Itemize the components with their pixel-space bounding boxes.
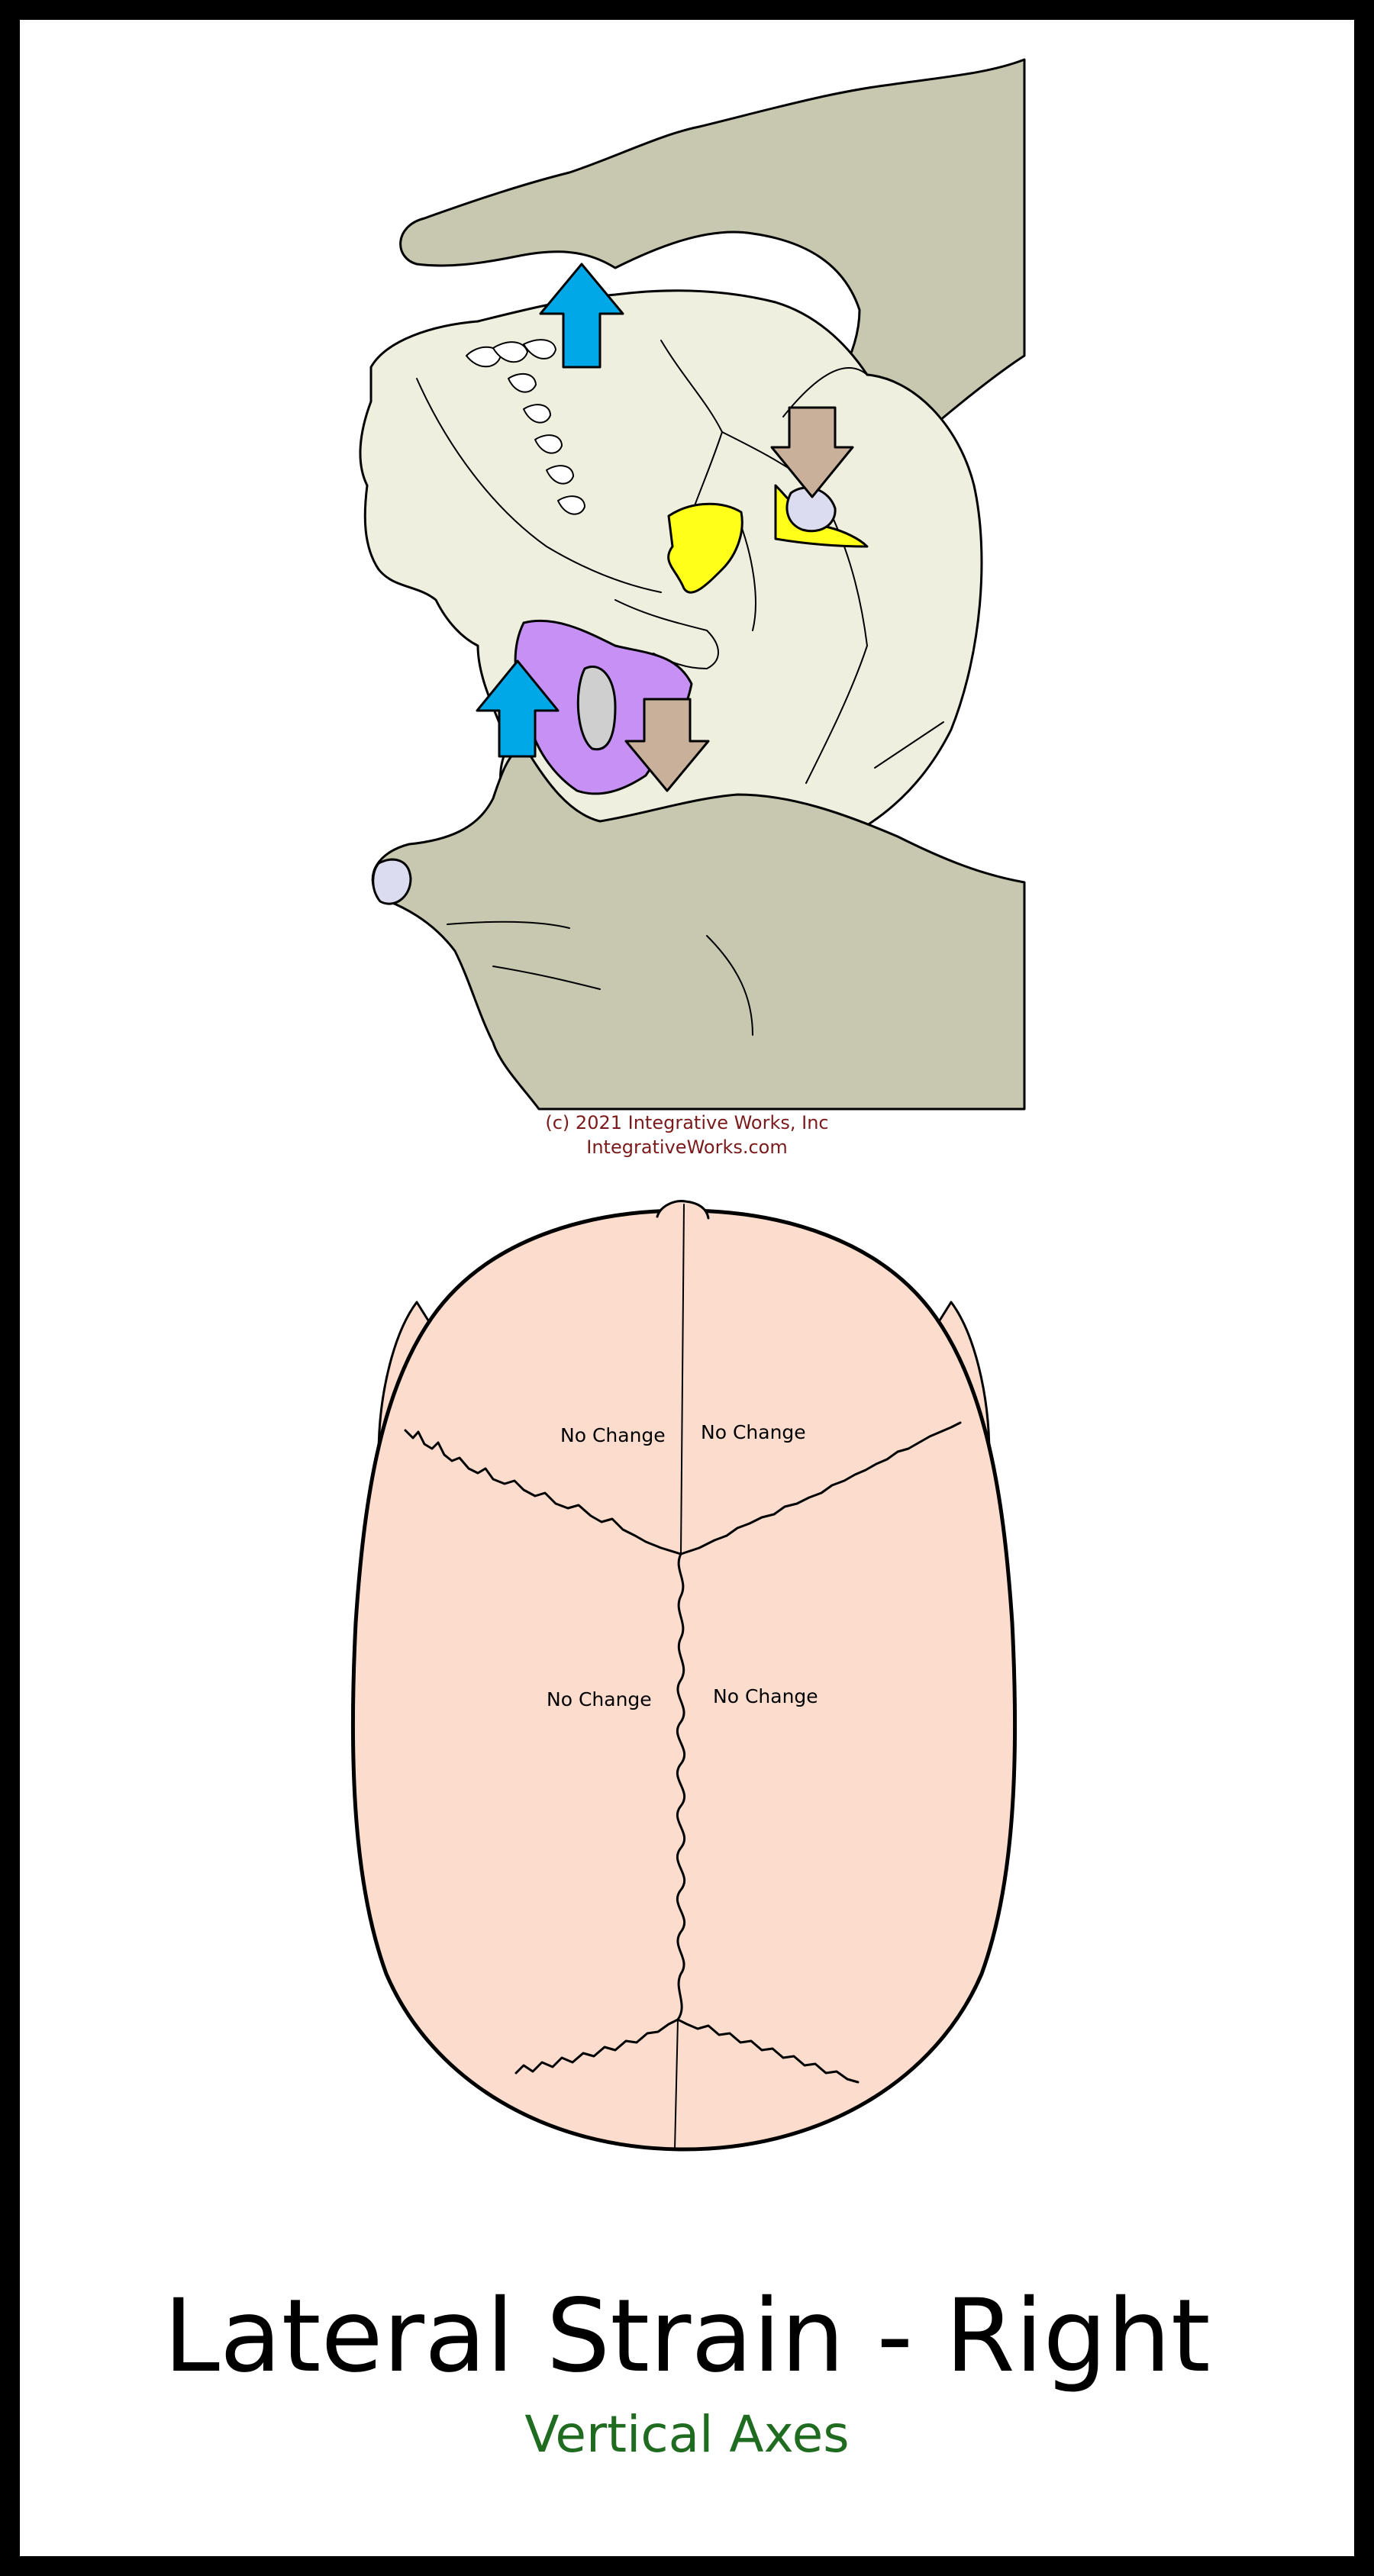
lambdoid-suture [514,2018,860,2084]
arrow-up-frontal [539,263,624,369]
mastoid-shadow [576,666,617,751]
sphenoid-greater-wing-left [667,502,743,594]
lateral-skull-hold-illustration [359,58,1026,1111]
nasion-bump [656,1200,710,1220]
sagittal-suture [676,1552,686,2021]
page-subtitle: Vertical Axes [524,2405,850,2464]
lower-hand-creases [447,920,753,1036]
copyright-line: (c) 2021 Integrative Works, Inc [545,1112,829,1133]
coronal-suture [404,1421,962,1556]
lower-hand [371,743,1026,1111]
label-frontal-left: No Change [560,1424,666,1446]
page-frame: No Change No Change No Change No Change … [20,20,1354,2556]
skull-top-view-illustration [350,1200,1018,2152]
label-parietal-right: No Change [713,1685,818,1707]
lower-thumb-nail [372,858,412,905]
label-parietal-left: No Change [547,1688,652,1710]
illustration-canvas [350,58,1026,2152]
teeth [466,339,585,515]
arrow-down-temporal [770,406,854,498]
cranium-top-outline [350,1208,1018,2152]
arrow-down-occipital [624,698,710,792]
arrow-up-occipital [476,659,560,758]
website-line: IntegrativeWorks.com [586,1136,788,1158]
label-frontal-right: No Change [701,1421,806,1443]
midline [674,1204,685,2150]
page-title: Lateral Strain - Right [163,2278,1211,2395]
